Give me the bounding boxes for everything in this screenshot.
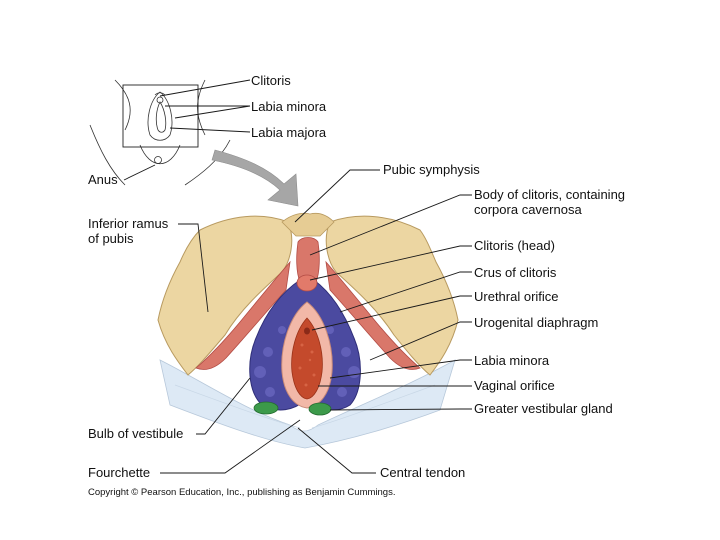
urogenital-diaphragm-shape [159,359,456,449]
vaginal-orifice-shape [291,317,323,400]
main-illustration [157,212,459,449]
label-inferior-ramus-line1: Inferior ramus [88,216,169,231]
inset-sketch [89,79,231,186]
label-bulb-of-vestibule: Bulb of vestibule [88,426,183,441]
label-urogenital-diaphragm: Urogenital diaphragm [474,315,598,330]
label-inset-clitoris: Clitoris [251,73,291,88]
label-urethral-orifice: Urethral orifice [474,289,559,304]
label-fourchette: Fourchette [88,465,150,480]
label-body-of-clitoris-line1: Body of clitoris, containing [474,187,625,202]
label-inset-labia-minora: Labia minora [251,99,327,114]
label-greater-vestibular-gland: Greater vestibular gland [474,401,613,416]
label-clitoris-head: Clitoris (head) [474,238,555,253]
clitoris-head-shape [296,274,318,292]
label-inferior-ramus-line2: of pubis [88,231,134,246]
left-greater-vestibular-gland [253,401,279,415]
left-crus [195,260,291,370]
label-vaginal-orifice: Vaginal orifice [474,378,555,393]
zoom-arrow [211,149,299,207]
label-central-tendon: Central tendon [380,465,465,480]
label-crus-of-clitoris: Crus of clitoris [474,265,557,280]
label-anus: Anus [88,172,118,187]
urethral-orifice-shape [304,327,310,335]
label-inset-labia-majora: Labia majora [251,125,327,140]
label-labia-minora: Labia minora [474,353,550,368]
labels: Clitoris Labia minora Labia majora Anus … [88,73,625,498]
clitoris-body-shape [296,237,320,283]
right-crus [325,260,421,370]
label-pubic-symphysis: Pubic symphysis [383,162,480,177]
right-greater-vestibular-gland [308,402,332,416]
leader-lines [123,79,472,474]
label-body-of-clitoris-line2: corpora cavernosa [474,202,582,217]
copyright-notice: Copyright © Pearson Education, Inc., pub… [88,487,395,498]
